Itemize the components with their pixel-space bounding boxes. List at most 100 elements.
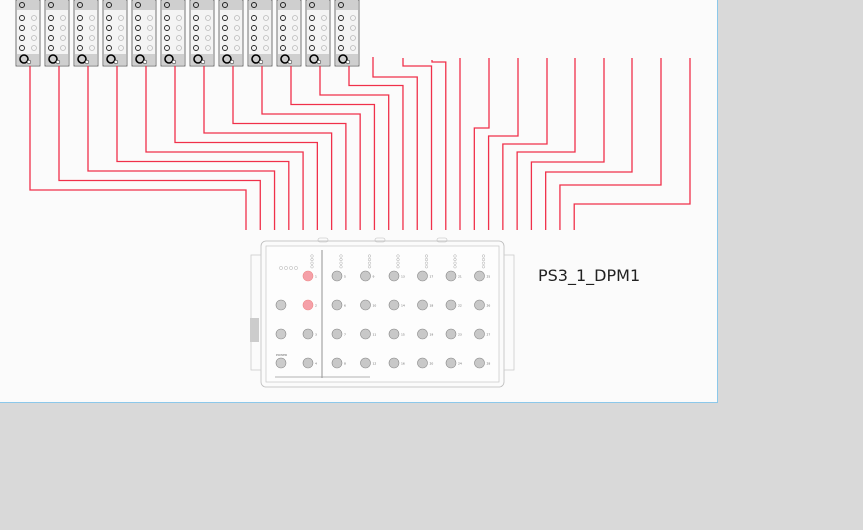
connector-icon — [142, 59, 148, 65]
connector-icon — [171, 59, 177, 65]
io-module[interactable] — [276, 0, 302, 67]
wire[interactable] — [545, 58, 633, 230]
port-25-icon[interactable] — [474, 270, 485, 282]
io-module[interactable] — [102, 0, 128, 67]
io-module[interactable] — [305, 0, 331, 67]
wire[interactable] — [530, 58, 605, 230]
wire[interactable] — [402, 58, 433, 230]
led-icon — [339, 261, 343, 265]
port-27-icon[interactable] — [474, 328, 485, 340]
wire[interactable] — [348, 66, 404, 230]
wire[interactable] — [319, 66, 390, 230]
led-icon — [368, 258, 372, 262]
connector-icon — [345, 59, 351, 65]
port-icon — [321, 35, 327, 41]
connector-icon — [26, 59, 32, 65]
port-4-icon[interactable] — [302, 357, 314, 369]
io-module[interactable] — [160, 0, 186, 67]
wire[interactable] — [473, 58, 490, 230]
io-module[interactable] — [131, 0, 157, 67]
port-24-icon[interactable] — [445, 357, 457, 369]
port-14-icon[interactable] — [388, 299, 400, 311]
port-12-icon[interactable] — [360, 357, 371, 369]
wire[interactable] — [261, 66, 361, 230]
status-led-icon — [135, 2, 141, 8]
port-20-icon[interactable] — [417, 357, 428, 369]
port-2-icon[interactable] — [302, 299, 314, 311]
wire[interactable] — [203, 66, 333, 230]
port-7-icon[interactable] — [331, 328, 343, 340]
port-number: 15 — [401, 333, 405, 337]
connector-icon — [106, 54, 116, 64]
port-16-icon[interactable] — [388, 357, 400, 369]
port-8-icon[interactable] — [331, 357, 343, 369]
port-icon — [234, 45, 240, 51]
port-icon — [205, 25, 211, 31]
io-module-header — [17, 0, 39, 10]
port-6-icon[interactable] — [331, 299, 343, 311]
port-number: 4 — [315, 362, 317, 366]
wire[interactable] — [290, 66, 376, 230]
io-module[interactable] — [189, 0, 215, 67]
port-5-icon[interactable] — [331, 270, 343, 282]
port-21-icon[interactable] — [445, 270, 457, 282]
wiring-diagram: POWER12345678910111213141516171819202122… — [15, 0, 691, 388]
io-module[interactable] — [73, 0, 99, 67]
port-icon — [193, 45, 199, 51]
io-module[interactable] — [334, 0, 360, 67]
port-9-icon[interactable] — [360, 270, 371, 282]
port-19-icon[interactable] — [417, 328, 428, 340]
io-module[interactable] — [15, 0, 41, 67]
port-13-icon[interactable] — [388, 270, 400, 282]
wire[interactable] — [502, 58, 548, 230]
port-icon — [164, 45, 170, 51]
wire[interactable] — [431, 60, 447, 230]
port-17-icon[interactable] — [417, 270, 428, 282]
wire[interactable] — [516, 58, 576, 230]
port-icon — [350, 35, 356, 41]
led-icon — [310, 258, 314, 262]
wire[interactable] — [87, 66, 276, 230]
wire[interactable] — [116, 66, 290, 230]
wire[interactable] — [573, 58, 691, 230]
io-module[interactable] — [218, 0, 244, 67]
port-icon — [338, 45, 344, 51]
connector-icon — [77, 54, 87, 64]
port-18-icon[interactable] — [417, 299, 428, 311]
port-1-icon[interactable] — [302, 270, 314, 282]
io-module[interactable] — [44, 0, 70, 67]
port-icon — [77, 25, 83, 31]
port-26-icon[interactable] — [474, 299, 485, 311]
status-led-icon — [19, 2, 25, 8]
port-number: 24 — [458, 362, 462, 366]
wire[interactable] — [174, 66, 319, 230]
port-number: 11 — [373, 333, 377, 337]
wire[interactable] — [487, 58, 519, 230]
port-23-icon[interactable] — [445, 328, 457, 340]
wire[interactable] — [559, 58, 662, 230]
port-icon — [350, 15, 356, 21]
port-icon — [60, 25, 66, 31]
port-28-icon[interactable] — [474, 357, 485, 369]
port-number: 23 — [458, 333, 462, 337]
port-number: 9 — [373, 275, 375, 279]
led-icon — [425, 265, 429, 269]
port-22-icon[interactable] — [445, 299, 457, 311]
port-15-icon[interactable] — [388, 328, 400, 340]
wire[interactable] — [232, 66, 347, 230]
port-3-icon[interactable] — [302, 328, 314, 340]
wire[interactable] — [29, 66, 247, 230]
port-icon — [135, 35, 141, 41]
io-module[interactable] — [247, 0, 273, 67]
port-11-icon[interactable] — [360, 328, 371, 340]
port-icon — [234, 25, 240, 31]
port-10-icon[interactable] — [360, 299, 371, 311]
wire[interactable] — [145, 66, 304, 230]
wire[interactable] — [58, 66, 261, 230]
port-icon — [31, 25, 37, 31]
port-icon — [234, 15, 240, 21]
wire[interactable] — [372, 57, 418, 230]
port-icon — [48, 15, 54, 21]
device-ps3-1-dpm1[interactable]: POWER12345678910111213141516171819202122… — [250, 237, 515, 388]
